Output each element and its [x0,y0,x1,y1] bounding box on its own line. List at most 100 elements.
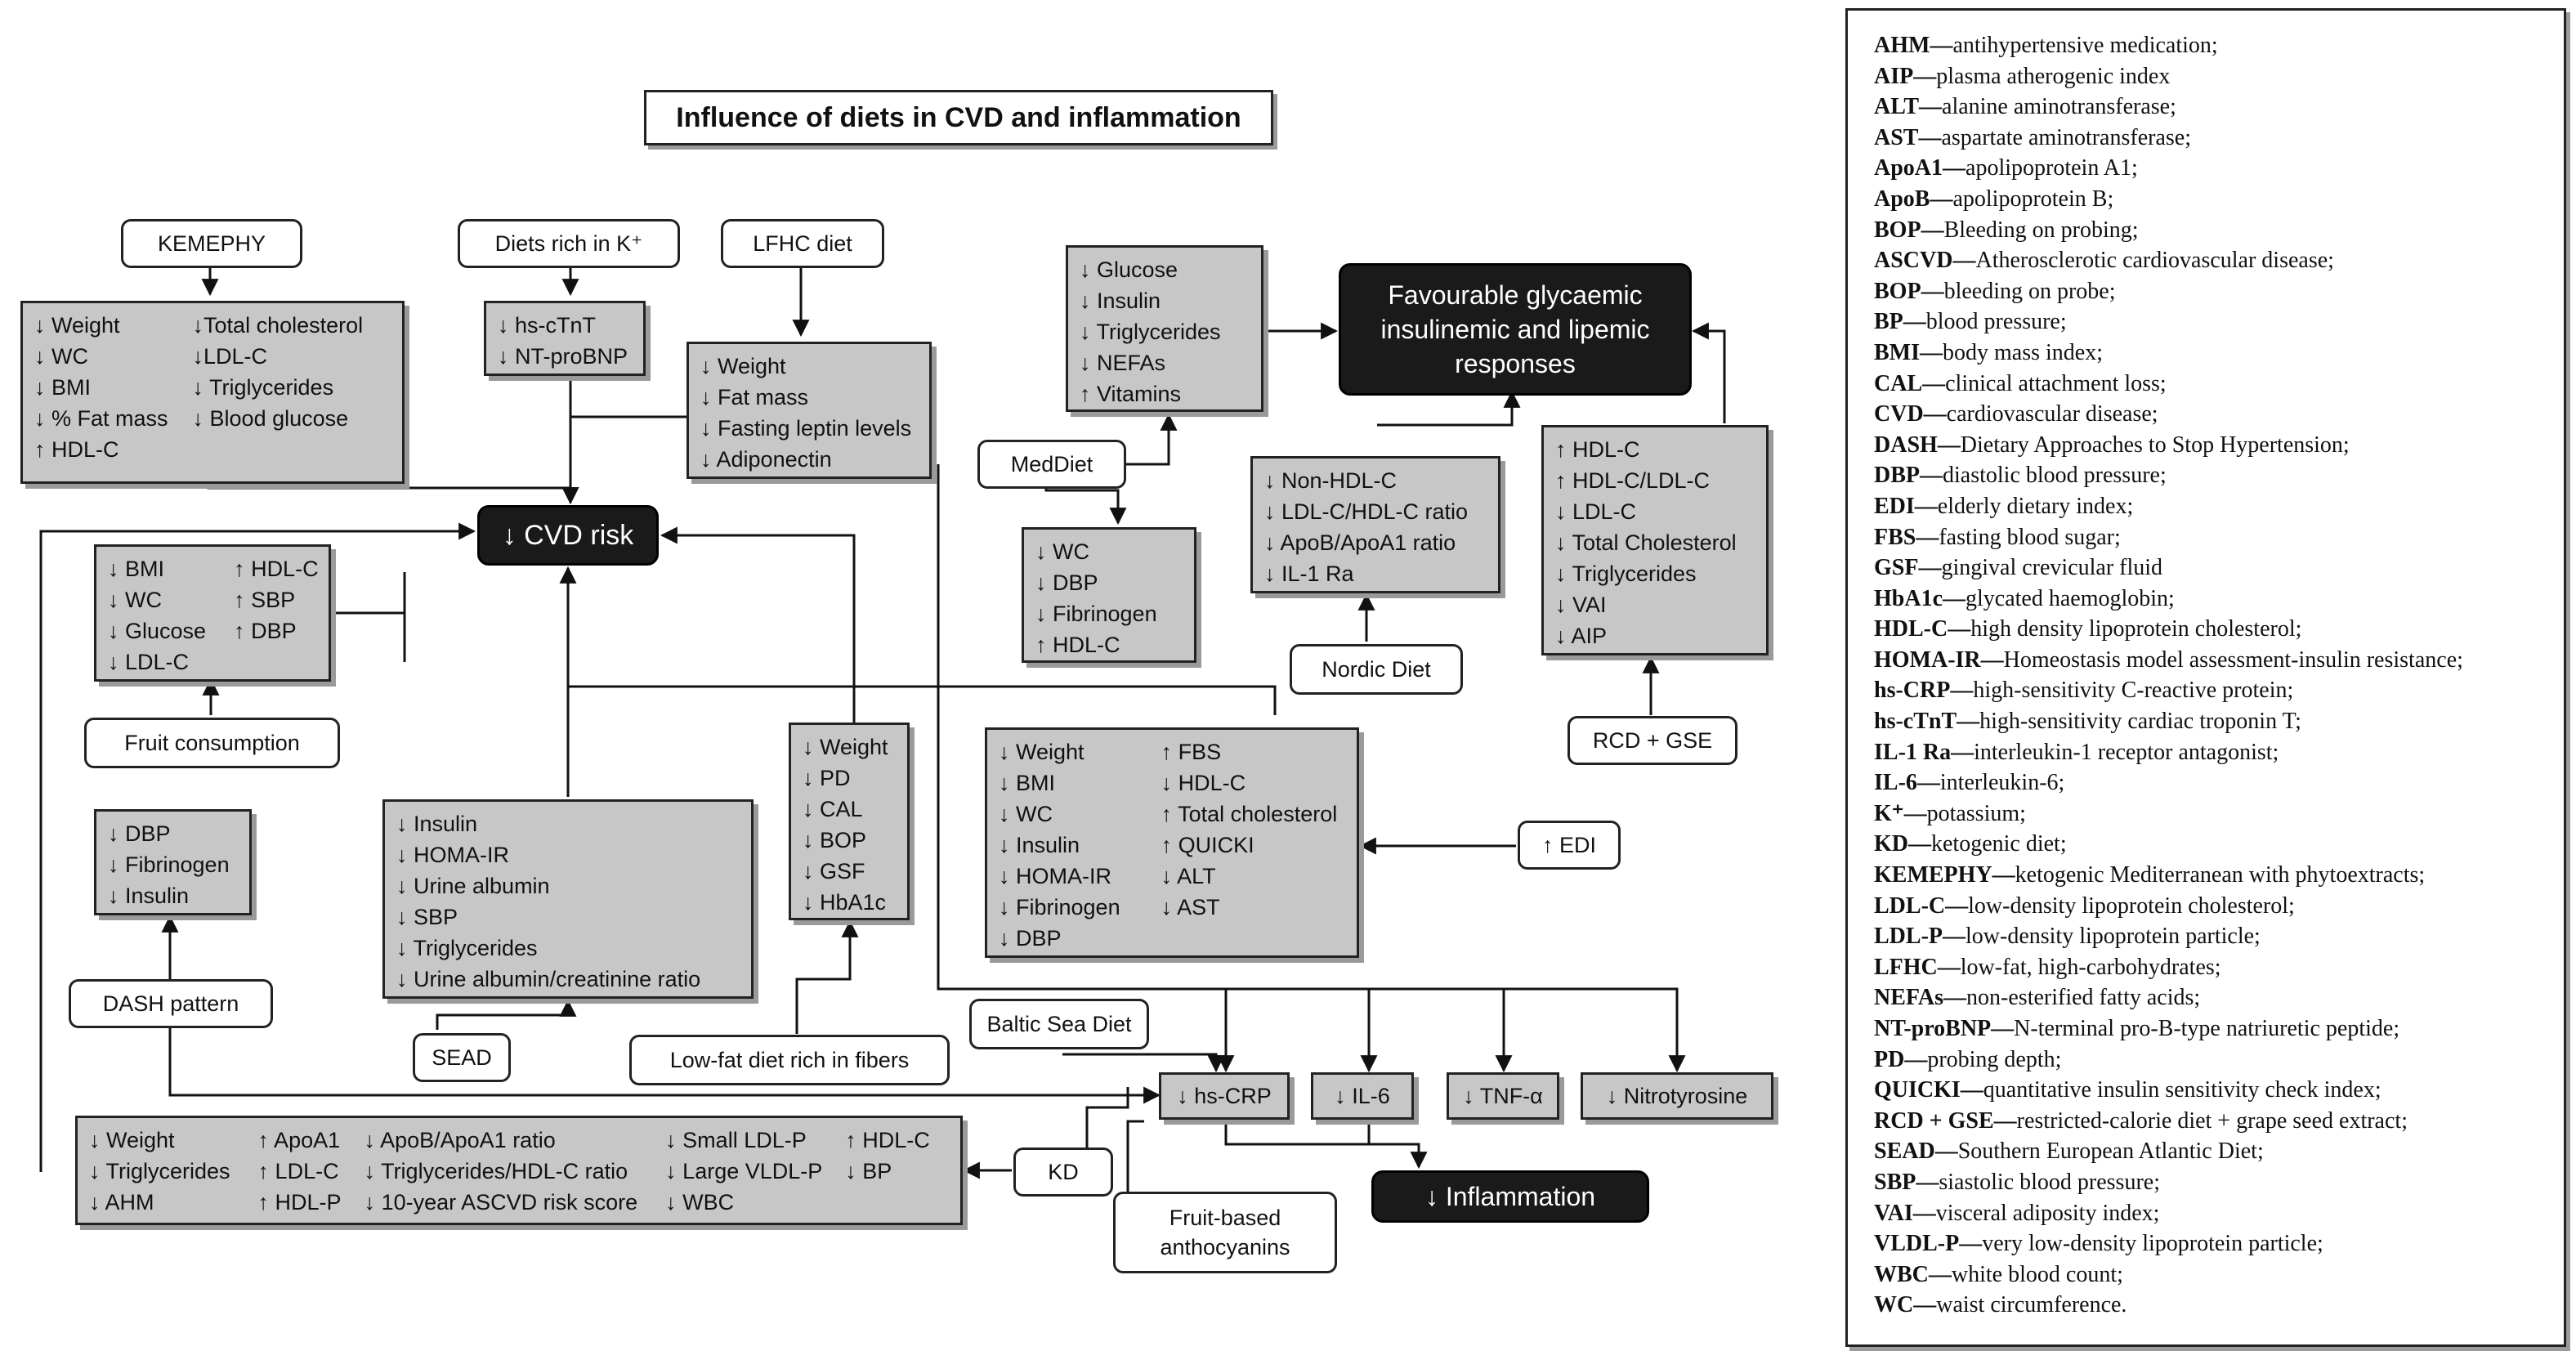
legend-definition: ketogenic Mediterranean with phytoextrac… [2015,862,2426,888]
legend-dash: — [1950,678,1974,704]
legend-definition: low-fat, high-carbohydrates; [1960,954,2221,980]
effect-column: ↓ hs-cTnT↓ NT-proBNP [498,310,628,369]
effect-item: ↓ % Fat mass [34,406,168,431]
effect-item: ↓ 10-year ASCVD risk score [364,1190,638,1215]
legend-entry: VLDL-P—very low-density lipoprotein part… [1874,1228,2547,1259]
legend-entry: LDL-P—low-density lipoprotein particle; [1874,921,2547,952]
favourable-line: responses [1455,349,1576,378]
legend-definition: siastolic blood pressure; [1939,1169,2160,1195]
legend-definition: clinical attachment loss; [1945,370,2167,396]
effect-item: ↓ SBP [396,905,458,929]
legend-entry: SEAD—Southern European Atlantic Diet; [1874,1136,2547,1167]
edi-node: ↑ EDI [1518,821,1621,870]
legend-entry: GSF—gingival crevicular fluid [1874,552,2547,584]
hs-crp-marker: ↓ hs-CRP [1159,1072,1290,1120]
sead-effects-box: ↓ Insulin↓ HOMA-IR↓ Urine albumin↓ SBP↓ … [382,799,754,999]
effect-column: ↓ ApoB/ApoA1 ratio↓ Triglycerides/HDL-C … [364,1125,638,1216]
legend-entry: AIP—plasma atherogenic index [1874,61,2547,92]
legend-definition: aspartate aminotransferase; [1941,124,2191,150]
legend-entry: HDL-C—high density lipoprotein cholester… [1874,614,2547,645]
effect-column: ↑ FBS↓ HDL-C↑ Total cholesterol↑ QUICKI↓… [1161,736,1338,949]
legend-entry: CAL—clinical attachment loss; [1874,369,2547,400]
legend-entry: HOMA-IR—Homeostasis model assessment-ins… [1874,645,2547,676]
legend-abbreviation: IL-6 [1874,770,1917,796]
effect-item: ↓ BOP [803,828,867,852]
legend-definition: plasma atherogenic index [1936,63,2171,89]
effect-item: ↓ IL-1 Ra [1264,561,1354,586]
legend-entry: DASH—Dietary Approaches to Stop Hyperten… [1874,430,2547,461]
effect-item: ↓ Triglycerides [1555,561,1697,586]
meddiet-bottom-effects-box: ↓ WC↓ DBP↓ Fibrinogen↑ HDL-C [1022,527,1196,663]
effect-item: ↓ BMI [999,771,1056,795]
fruit-anthocyanins-node: Fruit-based anthocyanins [1113,1192,1337,1273]
legend-dash: — [1922,370,1946,396]
legend-entry: IL-1 Ra—interleukin-1 receptor antagonis… [1874,737,2547,768]
lowfat-effects-box: ↓ Weight↓ PD↓ CAL↓ BOP↓ GSF↓ HbA1c [789,722,910,920]
kd-node: KD [1013,1148,1113,1197]
effect-item: ↓ Total Cholesterol [1555,530,1737,555]
legend-dash: — [1918,555,1942,581]
effect-item: ↓ WC [108,588,162,612]
legend-entry: IL-6—interleukin-6; [1874,767,2547,799]
legend-dash: — [1993,1107,2017,1134]
legend-definition: white blood count; [1951,1261,2123,1287]
effect-item: ↓ Insulin [396,812,478,836]
legend-abbreviation: ApoB [1874,186,1930,212]
legend-entry: WC—waist circumference. [1874,1290,2547,1321]
legend-entry: LFHC—low-fat, high-carbohydrates; [1874,952,2547,983]
effect-item: ↓ AHM [89,1190,154,1215]
kemephy-effects-box: ↓ Weight↓ WC↓ BMI↓ % Fat mass↑ HDL-C↓Tot… [20,301,405,484]
legend-abbreviation: ALT [1874,94,1920,120]
legend-definition: Atherosclerotic cardiovascular disease; [1975,248,2334,274]
effect-item: ↑ HDL-C [845,1128,930,1152]
legend-entry: CVD—cardiovascular disease; [1874,399,2547,430]
potassium-effects-box: ↓ hs-cTnT↓ NT-proBNP [484,301,646,376]
effect-column: ↓ Small LDL-P↓ Large VLDL-P↓ WBC [665,1125,822,1216]
effect-column: ↓ Weight↓ WC↓ BMI↓ % Fat mass↑ HDL-C [34,310,168,475]
favourable-line: Favourable glycaemic [1388,280,1643,310]
legend-abbreviation: VAI [1874,1200,1913,1226]
effect-item: ↓ Triglycerides/HDL-C ratio [364,1159,628,1183]
lfhc-effects-box: ↓ Weight↓ Fat mass↓ Fasting leptin level… [686,342,932,479]
legend-entry: DBP—diastolic blood pressure; [1874,460,2547,491]
legend-entry: KD—ketogenic diet; [1874,829,2547,860]
legend-dash: — [1948,616,1971,642]
legend-definition: antihypertensive medication; [1952,33,2218,58]
il6-marker: ↓ IL-6 [1311,1072,1414,1120]
legend-entry: BP—blood pressure; [1874,306,2547,338]
effect-item: ↓ BMI [34,375,92,400]
diets-rich-k-node: Diets rich in K⁺ [458,219,680,268]
legend-entry: BOP—Bleeding on probing; [1874,215,2547,246]
favourable-responses-outcome: Favourable glycaemic insulinemic and lip… [1339,263,1692,396]
nordic-diet-node: Nordic Diet [1290,644,1463,695]
legend-dash: — [1920,339,1943,365]
legend-dash: — [1904,1046,1928,1072]
legend-definition: glycated haemoglobin; [1966,585,2175,611]
effect-item: ↓ Triglycerides [1080,320,1221,344]
legend-abbreviation: QUICKI [1874,1077,1961,1103]
legend-definition: apolipoprotein B; [1952,186,2114,212]
legend-dash: — [1920,463,1943,489]
legend-abbreviation: ApoA1 [1874,155,1943,181]
legend-entry: PD—probing depth; [1874,1045,2547,1076]
legend-entry: NEFAs—non-esterified fatty acids; [1874,982,2547,1013]
legend-definition: low-density lipoprotein cholesterol; [1968,892,2295,919]
effect-item: ↓ NEFAs [1080,351,1166,375]
legend-entry: ASCVD—Atherosclerotic cardiovascular dis… [1874,245,2547,276]
anthocyanins-line: Fruit-based [1169,1206,1281,1230]
legend-dash: — [1960,1077,1983,1103]
legend-entry: K⁺—potassium; [1874,799,2547,830]
legend-abbreviation: FBS [1874,524,1916,550]
effect-item: ↓ Triglycerides [89,1159,230,1183]
effect-column: ↓ Weight↓ PD↓ CAL↓ BOP↓ GSF↓ HbA1c [803,731,888,915]
effect-column: ↓ Glucose↓ Insulin↓ Triglycerides↓ NEFAs… [1080,254,1221,406]
legend-dash: — [1943,155,1966,181]
legend-dash: — [1937,954,1961,980]
legend-entry: ALT—alanine aminotransferase; [1874,92,2547,123]
legend-definition: bleeding on probe; [1943,278,2116,304]
effect-item: ↓ Triglycerides [192,375,334,400]
effect-column: ↑ HDL-C↑ SBP↑ DBP [234,553,319,673]
legend-dash: — [1908,831,1931,857]
legend-dash: — [1943,585,1966,611]
legend-abbreviation: SBP [1874,1169,1916,1195]
